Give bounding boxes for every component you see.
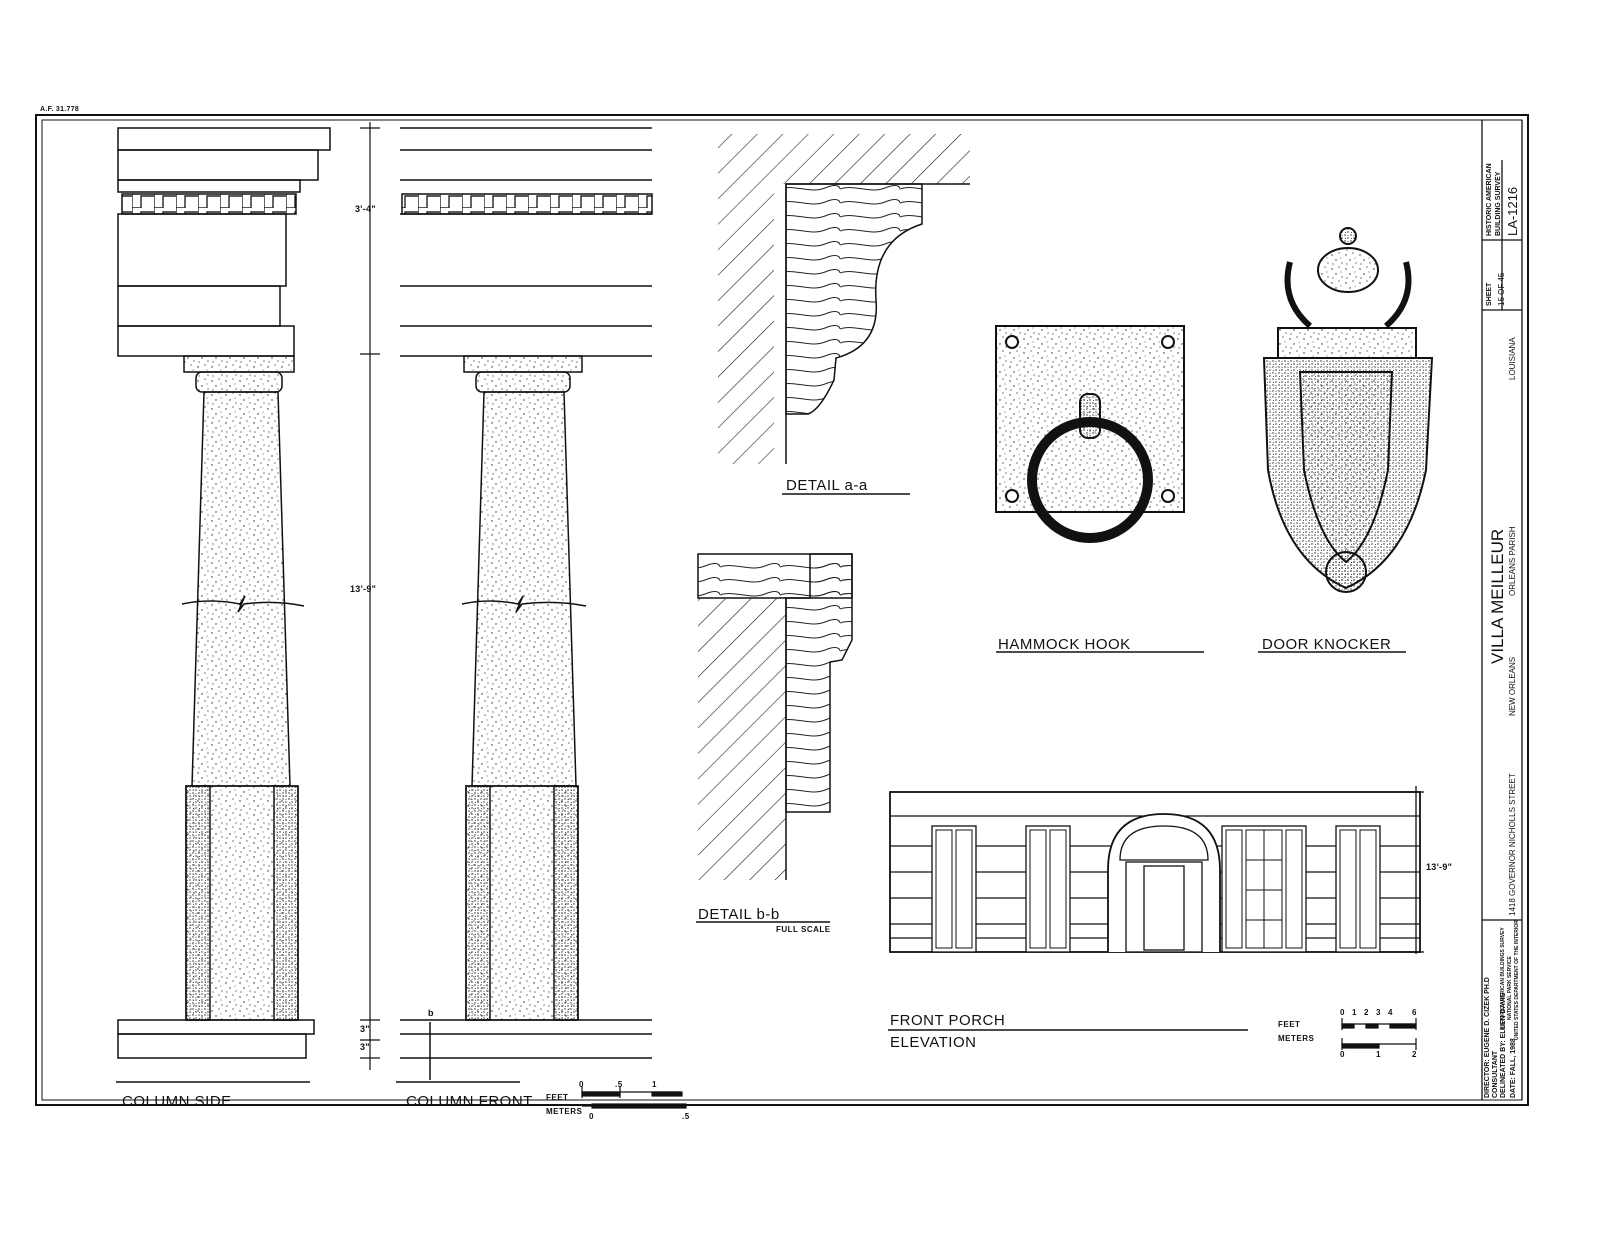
- porch-scale-feet-tick: 4: [1388, 1008, 1393, 1017]
- entablature-dimension: 3'-4": [355, 204, 376, 214]
- column-scale-meters-tick: .5: [682, 1112, 690, 1121]
- hist-agency-line-3: UNITED STATES DEPARTMENT OF THE INTERIOR: [1514, 920, 1520, 1040]
- hist-agency-line-2: NATIONAL PARK SERVICE: [1507, 956, 1513, 1020]
- column-scale-feet-tick: 1: [652, 1080, 657, 1089]
- sheet-reference: A.F. 31.778: [40, 106, 80, 113]
- porch-scale-feet-label: FEET: [1278, 1020, 1301, 1029]
- column-dimension-line: [360, 122, 380, 1070]
- column-side-drawing: [116, 127, 331, 1083]
- detail-bb-drawing: [696, 553, 853, 923]
- column-height-dimension: 13'-9": [350, 584, 377, 594]
- porch-scale-meters-tick: 2: [1412, 1050, 1417, 1059]
- agency-line-1: HISTORIC AMERICAN: [1486, 163, 1493, 236]
- column-scale-feet-tick: 0: [579, 1080, 584, 1089]
- elevation-label: ELEVATION: [890, 1034, 977, 1051]
- column-scale-meters-tick: 0: [589, 1112, 594, 1121]
- porch-scale-feet-tick: 6: [1412, 1008, 1417, 1017]
- survey-number: LA-1216: [1505, 186, 1520, 236]
- full-scale-label: FULL SCALE: [776, 925, 831, 934]
- section-mark: b: [428, 1008, 434, 1018]
- sheet-number: 15 OF 45: [1497, 272, 1506, 306]
- detail-aa-label: DETAIL a-a: [786, 477, 868, 494]
- base-dimension-2: 3": [360, 1042, 370, 1052]
- street-address: 1418 GOVERNOR NICHOLLS STREET: [1508, 773, 1517, 916]
- porch-scale-bar: [1341, 1018, 1417, 1050]
- column-front-drawing: [396, 127, 653, 1083]
- porch-scale-feet-tick: 0: [1340, 1008, 1345, 1017]
- sheet-label: SHEET: [1486, 282, 1493, 306]
- porch-scale-meters-tick: 1: [1376, 1050, 1381, 1059]
- hammock-hook-drawing: [995, 325, 1204, 653]
- title-block-frame: [1481, 120, 1523, 1100]
- porch-scale-feet-tick: 1: [1352, 1008, 1357, 1017]
- column-scale-feet-label: FEET: [546, 1093, 569, 1102]
- door-knocker-drawing: [1258, 227, 1434, 653]
- front-porch-label: FRONT PORCH: [890, 1012, 1006, 1029]
- director-credit: DIRECTOR: EUGENE D. CIZEK PH.D: [1484, 977, 1491, 1098]
- consultant-credit: CONSULTANT: [1492, 1050, 1499, 1098]
- city-name: NEW ORLEANS: [1508, 656, 1517, 716]
- parish-name: ORLEANS PARISH: [1508, 526, 1517, 596]
- detail-aa-drawing: [718, 134, 970, 495]
- porch-scale-meters-label: METERS: [1278, 1034, 1315, 1043]
- column-scale-bar: [581, 1086, 687, 1109]
- drawing-title: VILLA MEILLEUR: [1488, 528, 1507, 664]
- agency-line-2: BUILDING SURVEY: [1495, 171, 1502, 236]
- column-side-label: COLUMN SIDE: [122, 1093, 232, 1110]
- front-porch-elevation: [888, 786, 1424, 1031]
- porch-height-dimension: 13'-9": [1426, 862, 1453, 872]
- column-scale-feet-tick: .5: [615, 1080, 623, 1089]
- date-credit: DATE: FALL, 1988: [1510, 1038, 1517, 1098]
- door-knocker-label: DOOR KNOCKER: [1262, 636, 1392, 653]
- column-scale-meters-label: METERS: [546, 1107, 583, 1116]
- hist-agency-line-1: HISTORIC AMERICAN BUILDINGS SURVEY: [1500, 927, 1506, 1030]
- detail-bb-label: DETAIL b-b: [698, 906, 780, 923]
- hammock-hook-label: HAMMOCK HOOK: [998, 636, 1131, 653]
- porch-scale-feet-tick: 2: [1364, 1008, 1369, 1017]
- state-name: LOUISIANA: [1508, 337, 1517, 380]
- porch-scale-feet-tick: 3: [1376, 1008, 1381, 1017]
- column-front-label: COLUMN FRONT: [406, 1093, 533, 1110]
- porch-scale-meters-tick: 0: [1340, 1050, 1345, 1059]
- porch-shutters: [935, 829, 1377, 949]
- base-dimension-1: 3": [360, 1024, 370, 1034]
